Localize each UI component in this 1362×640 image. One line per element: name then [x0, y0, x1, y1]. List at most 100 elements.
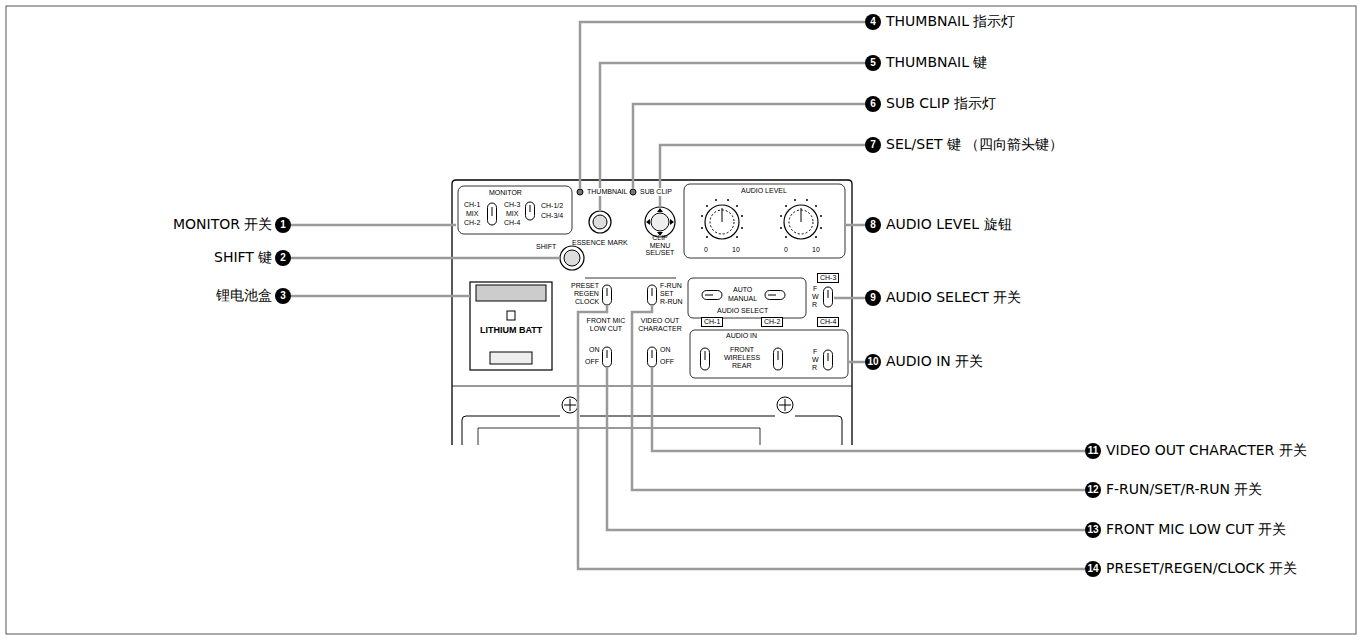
control-panel	[562, 397, 578, 413]
callout-label: SHIFT 键	[214, 250, 272, 265]
control-panel	[777, 397, 793, 413]
control-panel	[820, 215, 822, 217]
control-panel	[646, 208, 674, 236]
callout-label: VIDEO OUT CHARACTER 开关	[1106, 443, 1307, 458]
control-panel	[648, 347, 657, 367]
panel-label: F-RUN	[660, 282, 682, 290]
panel-label: CH-3	[504, 201, 520, 209]
leader-lines	[600, 63, 865, 211]
control-panel	[741, 227, 743, 229]
panel-label: CH-2	[464, 219, 480, 227]
control-panel	[824, 287, 833, 307]
panel-label: MIX	[506, 210, 518, 218]
panel-label: CH-3/4	[541, 212, 563, 220]
panel-label: SHIFT	[536, 243, 556, 251]
callout-number: 4	[865, 14, 881, 30]
leader-lines	[607, 367, 1085, 530]
control-panel	[589, 211, 611, 233]
frame	[6, 6, 1356, 634]
control-panel	[774, 348, 783, 370]
control-panel	[701, 199, 822, 238]
control-panel	[607, 288, 608, 296]
control-panel	[820, 227, 822, 229]
panel-label: CH-1	[701, 317, 723, 327]
leader-lines	[578, 305, 1085, 569]
panel-label: R-RUN	[660, 298, 683, 306]
callout-label: AUDIO IN 开关	[886, 354, 983, 369]
panel-label: 10	[812, 246, 820, 254]
callout-number: 13	[1085, 522, 1101, 538]
control-panel	[648, 285, 657, 305]
control-panel	[828, 290, 829, 298]
panel-label: CH-4	[504, 219, 520, 227]
panel-label: CH-4	[817, 317, 839, 327]
control-panel	[706, 236, 708, 238]
panel-label: PRESET	[571, 282, 599, 290]
control-panel	[778, 351, 779, 360]
control-panel	[701, 227, 703, 229]
control-panel	[765, 291, 785, 300]
callout-label: SUB CLIP 指示灯	[886, 96, 996, 111]
control-panel	[828, 353, 829, 361]
leader-lines	[652, 367, 1085, 451]
control-panel	[530, 205, 531, 212]
panel-label: AUDIO LEVEL	[741, 187, 787, 195]
leader-lines	[660, 145, 865, 207]
panel-label: REAR	[732, 362, 751, 370]
panel-label: R	[812, 301, 817, 309]
control-panel	[727, 199, 729, 201]
panel-label: SET	[660, 290, 674, 298]
callout-label: THUMBNAIL 指示灯	[886, 14, 1015, 29]
panel-label: R	[812, 364, 817, 372]
control-panel	[652, 350, 653, 358]
panel-label: THUMBNAIL	[586, 188, 628, 196]
control-panel	[741, 215, 743, 217]
leader-lines	[291, 295, 470, 298]
callout-number: 6	[865, 96, 881, 112]
panel-label: CH-3	[817, 273, 839, 283]
panel-label: 0	[784, 246, 788, 254]
control-panel	[684, 184, 845, 258]
control-panel	[478, 428, 760, 445]
control-panel	[607, 350, 608, 358]
panel-label: MIX	[466, 210, 478, 218]
callout-label: SEL/SET 键 （四向箭头键）	[886, 137, 1063, 152]
panel-label: 10	[732, 246, 740, 254]
callout-number: 10	[865, 354, 881, 370]
control-panel	[564, 399, 576, 411]
leader-lines	[291, 224, 456, 227]
callout-label: F-RUN/SET/R-RUN 开关	[1106, 482, 1262, 497]
control-panel	[824, 350, 833, 370]
panel-label: ON	[660, 346, 671, 354]
callout-number: 11	[1085, 443, 1101, 459]
panel-label: F	[813, 348, 817, 356]
control-panel	[815, 205, 817, 207]
leader-lines	[848, 361, 865, 364]
control-panel	[470, 282, 552, 370]
control-panel	[794, 199, 796, 201]
control-panel	[507, 311, 515, 320]
callout-number: 2	[275, 250, 291, 266]
control-panel	[715, 199, 717, 201]
leader-lines	[291, 22, 1085, 569]
control-panel	[705, 351, 706, 360]
panel-label: OFF	[660, 358, 674, 366]
callout-number: 5	[865, 55, 881, 71]
control-panel	[490, 352, 532, 364]
control-panel	[784, 205, 818, 239]
callout-number: 9	[865, 290, 881, 306]
control-panel	[705, 295, 713, 296]
control-panel	[652, 288, 653, 296]
panel-label: W	[812, 356, 819, 364]
callout-number: 3	[275, 288, 291, 304]
leader-lines	[632, 305, 1085, 490]
control-panel	[736, 236, 738, 238]
callout-number: 8	[865, 217, 881, 233]
control-panel	[785, 205, 787, 207]
control-panel	[706, 205, 708, 207]
callout-label: FRONT MIC LOW CUT 开关	[1106, 522, 1286, 537]
control-panel	[768, 295, 776, 296]
control-panel	[779, 399, 791, 411]
